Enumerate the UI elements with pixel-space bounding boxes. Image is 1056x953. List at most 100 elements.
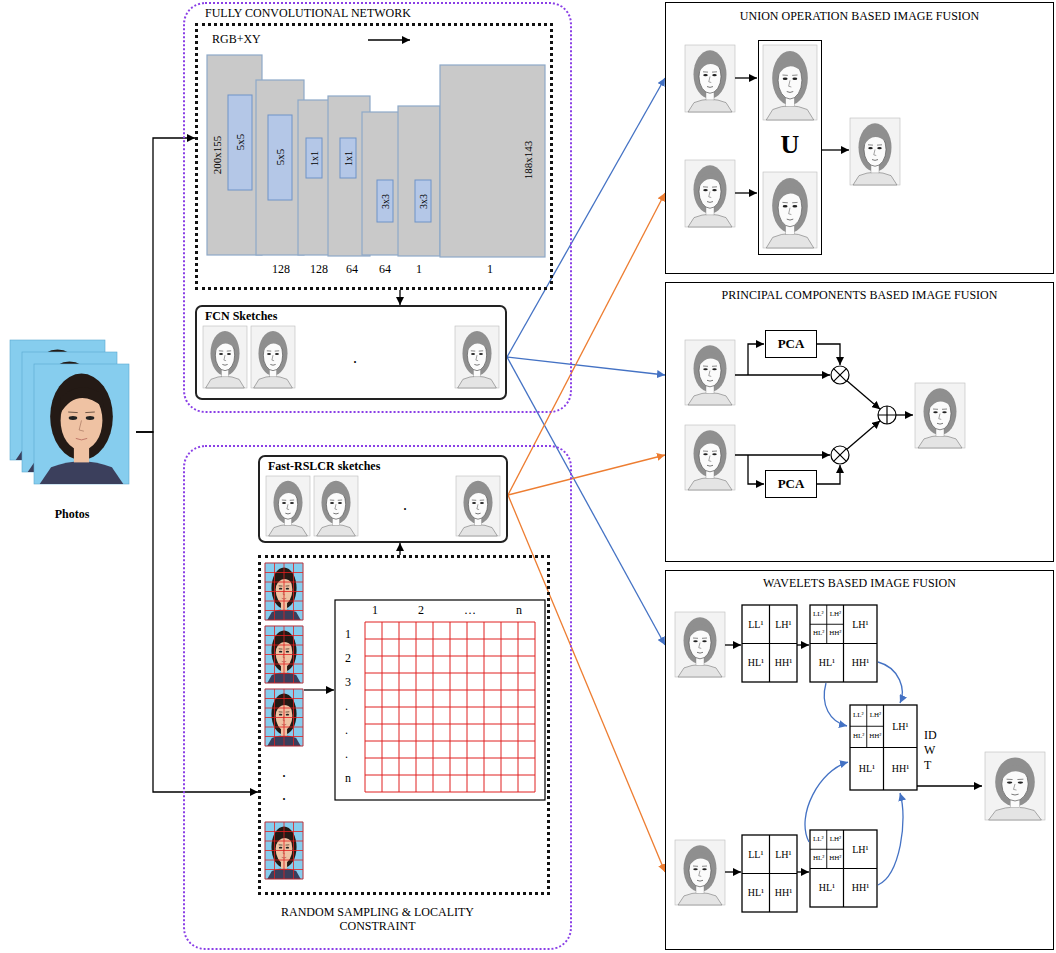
face-sketch bbox=[326, 488, 346, 502]
face-sketch bbox=[783, 78, 788, 80]
face-sketch bbox=[314, 476, 358, 536]
add-symbol bbox=[878, 406, 896, 424]
layer-size: 1x1 bbox=[309, 151, 320, 166]
face-sketch bbox=[699, 438, 722, 453]
network-layers bbox=[207, 55, 545, 257]
face-photo bbox=[265, 689, 303, 746]
network-layers bbox=[398, 106, 440, 256]
face-sketch bbox=[712, 453, 717, 455]
subband-label: HL¹ bbox=[748, 887, 764, 898]
face-sketch bbox=[462, 331, 491, 376]
face-sketch bbox=[463, 481, 492, 524]
face-sketch bbox=[314, 476, 358, 536]
multiply-symbol bbox=[831, 366, 849, 384]
face-sketch bbox=[778, 187, 803, 204]
face-sketch bbox=[468, 488, 488, 502]
wavelet-grid bbox=[810, 830, 877, 907]
face-sketch bbox=[1007, 782, 1012, 784]
subband-label: LL¹ bbox=[748, 619, 763, 630]
face-sketch bbox=[266, 476, 310, 536]
face-sketch bbox=[703, 189, 708, 191]
face-sketch bbox=[689, 853, 712, 868]
flow-connector bbox=[508, 455, 665, 495]
face-sketch bbox=[850, 118, 900, 185]
subband-label: LL² bbox=[853, 712, 864, 720]
face-sketch bbox=[475, 513, 480, 515]
multiply-symbol bbox=[834, 449, 847, 462]
face-sketch bbox=[697, 652, 703, 654]
fusion-panel: PRINCIPAL COMPONENTS BASED IMAGE FUSIONP… bbox=[665, 282, 1054, 562]
face-sketch bbox=[270, 364, 275, 366]
face-photo bbox=[286, 588, 289, 590]
flow-connector bbox=[399, 290, 400, 305]
matrix-frame bbox=[335, 600, 545, 800]
face-photo bbox=[279, 651, 282, 653]
wavelet-grid bbox=[850, 705, 917, 790]
face-sketch bbox=[472, 500, 476, 501]
node-title: FULLY CONVOLUTIONAL NETWORK bbox=[205, 6, 411, 20]
face-sketch bbox=[685, 160, 735, 227]
face-photo bbox=[86, 416, 95, 420]
face-sketch bbox=[915, 383, 965, 448]
face-sketch bbox=[694, 50, 727, 98]
subband-label: HH² bbox=[829, 630, 841, 638]
subband-label: HH¹ bbox=[852, 657, 869, 668]
patch-grid bbox=[265, 563, 303, 620]
network-layers bbox=[228, 95, 252, 190]
multiply-symbol bbox=[834, 369, 847, 382]
subband-label: HH¹ bbox=[892, 763, 909, 774]
face-sketch bbox=[703, 368, 708, 370]
wavelet-grid bbox=[742, 605, 797, 682]
face-sketch bbox=[787, 219, 793, 221]
face-sketch bbox=[278, 488, 298, 502]
pca-box: PCA bbox=[765, 330, 817, 358]
face-sketch bbox=[703, 453, 708, 455]
face-sketch bbox=[789, 80, 792, 87]
face-sketch bbox=[783, 205, 788, 207]
face-sketch bbox=[210, 331, 239, 376]
channel-count: 128 bbox=[272, 263, 290, 276]
face-sketch bbox=[275, 353, 279, 355]
patch-matrix bbox=[365, 622, 535, 792]
network-layers bbox=[306, 138, 322, 178]
face-photo bbox=[69, 416, 78, 420]
face-sketch bbox=[282, 502, 286, 504]
flow-arrow bbox=[797, 644, 809, 645]
face-sketch bbox=[694, 345, 727, 392]
face-sketch bbox=[471, 350, 475, 351]
face-sketch bbox=[853, 172, 897, 185]
face-sketch bbox=[282, 500, 286, 501]
face-sketch bbox=[772, 178, 808, 233]
channel-count: 64 bbox=[346, 263, 358, 276]
face-sketch bbox=[942, 411, 947, 413]
face-sketch bbox=[287, 504, 289, 509]
face-sketch bbox=[933, 411, 938, 413]
patch-grid bbox=[265, 626, 303, 683]
face-sketch bbox=[689, 625, 712, 640]
face-sketch bbox=[203, 326, 247, 388]
flow-connector bbox=[507, 357, 665, 375]
face-sketch bbox=[321, 481, 350, 524]
face-sketch bbox=[985, 752, 1045, 820]
face-sketch bbox=[792, 78, 797, 80]
face-sketch bbox=[924, 388, 957, 435]
union-box: U bbox=[758, 40, 822, 255]
face-sketch bbox=[330, 502, 334, 504]
subband-label: HH¹ bbox=[775, 887, 792, 898]
face-sketch bbox=[709, 191, 712, 197]
patch-grid bbox=[265, 822, 303, 879]
subband-label: HH² bbox=[829, 855, 841, 863]
face-sketch bbox=[675, 840, 725, 905]
face-sketch bbox=[877, 147, 882, 149]
face-sketch bbox=[1017, 779, 1023, 780]
face-sketch bbox=[219, 353, 223, 355]
face-photo bbox=[279, 847, 282, 849]
face-sketch bbox=[942, 409, 947, 410]
face-photo bbox=[265, 626, 303, 683]
subband-label: HH¹ bbox=[775, 657, 792, 668]
face-sketch bbox=[685, 45, 735, 112]
face-sketch bbox=[989, 807, 1042, 820]
flow-arrow bbox=[797, 871, 809, 872]
face-sketch bbox=[1011, 794, 1018, 796]
face-sketch bbox=[227, 353, 231, 355]
